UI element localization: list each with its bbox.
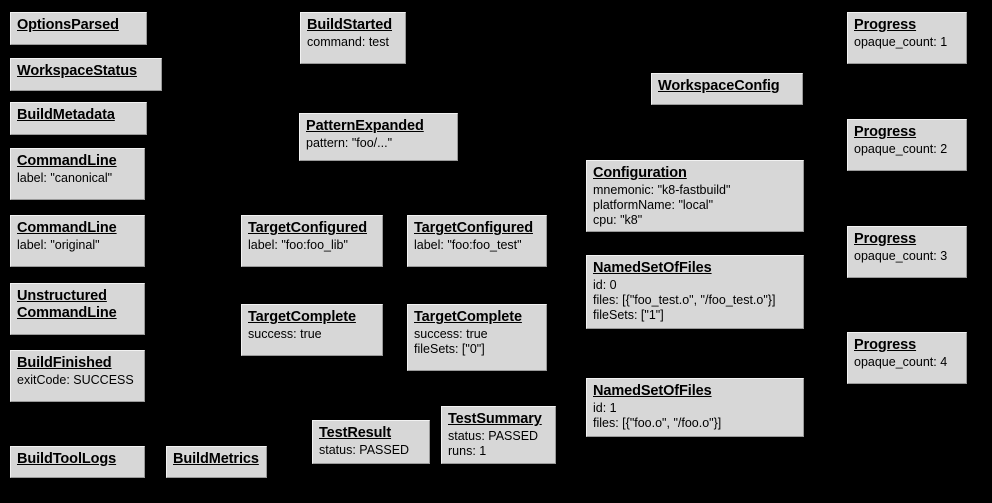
node-fields: label: "original": [17, 238, 139, 253]
node-title: Configuration: [593, 165, 687, 181]
node-field: status: PASSED: [319, 443, 410, 457]
node-fields: opaque_count: 4: [854, 355, 961, 370]
node-fields: opaque_count: 1: [854, 35, 961, 50]
node-workspace-status[interactable]: WorkspaceStatus: [10, 58, 162, 91]
node-field: platformName: "local": [593, 198, 714, 212]
node-field: success: true: [414, 327, 488, 341]
node-title: CommandLine: [17, 153, 117, 169]
node-field: command: test: [307, 35, 389, 49]
node-fields: mnemonic: "k8-fastbuild"platformName: "l…: [593, 183, 798, 228]
node-command-line-canonical[interactable]: CommandLine label: "canonical": [10, 148, 145, 200]
node-field: label: "canonical": [17, 171, 113, 185]
node-field: fileSets: ["0"]: [414, 342, 485, 356]
node-field: success: true: [248, 327, 322, 341]
node-build-finished[interactable]: BuildFinished exitCode: SUCCESS: [10, 350, 145, 402]
node-title: OptionsParsed: [17, 17, 119, 33]
node-title: Progress: [854, 231, 917, 247]
node-title: WorkspaceStatus: [17, 63, 137, 79]
node-field: label: "foo:foo_test": [414, 238, 522, 252]
node-title: Progress: [854, 337, 917, 353]
node-title: CommandLine: [17, 220, 117, 236]
node-field: files: [{"foo_test.o", "/foo_test.o"}]: [593, 293, 776, 307]
node-title: BuildFinished: [17, 355, 112, 371]
node-field: exitCode: SUCCESS: [17, 373, 134, 387]
node-title: NamedSetOfFiles: [593, 383, 712, 399]
node-progress-3[interactable]: Progress opaque_count: 3: [847, 226, 967, 278]
node-field: pattern: "foo/...": [306, 136, 393, 150]
node-title: BuildStarted: [307, 17, 393, 33]
node-title: TestResult: [319, 425, 392, 441]
node-field: status: PASSED: [448, 429, 539, 443]
node-build-metadata[interactable]: BuildMetadata: [10, 102, 147, 135]
node-progress-1[interactable]: Progress opaque_count: 1: [847, 12, 967, 64]
node-fields: pattern: "foo/...": [306, 136, 452, 151]
node-field: cpu: "k8": [593, 213, 643, 227]
node-options-parsed[interactable]: OptionsParsed: [10, 12, 147, 45]
node-field: opaque_count: 1: [854, 35, 948, 49]
node-title: BuildMetadata: [17, 107, 115, 123]
node-test-result[interactable]: TestResult status: PASSED: [312, 420, 430, 464]
node-build-metrics[interactable]: BuildMetrics: [166, 446, 267, 478]
node-title: TargetConfigured: [414, 220, 533, 236]
node-title: BuildMetrics: [173, 451, 259, 467]
node-field: mnemonic: "k8-fastbuild": [593, 183, 731, 197]
node-pattern-expanded[interactable]: PatternExpanded pattern: "foo/...": [299, 113, 458, 161]
node-field: opaque_count: 2: [854, 142, 948, 156]
node-title: TargetComplete: [414, 309, 522, 325]
node-fields: exitCode: SUCCESS: [17, 373, 139, 388]
node-fields: label: "canonical": [17, 171, 139, 186]
node-fields: label: "foo:foo_test": [414, 238, 541, 253]
node-title: Progress: [854, 124, 917, 140]
node-field: label: "foo:foo_lib": [248, 238, 348, 252]
node-title: Progress: [854, 17, 917, 33]
node-field: label: "original": [17, 238, 100, 252]
node-fields: success: true: [248, 327, 377, 342]
node-target-complete-lib[interactable]: TargetComplete success: true: [241, 304, 383, 356]
node-workspace-config[interactable]: WorkspaceConfig: [651, 73, 803, 105]
node-field: fileSets: ["1"]: [593, 308, 664, 322]
node-command-line-original[interactable]: CommandLine label: "original": [10, 215, 145, 267]
node-field: opaque_count: 3: [854, 249, 948, 263]
node-title: TestSummary: [448, 411, 542, 427]
node-unstructured-command-line[interactable]: Unstructured CommandLine: [10, 283, 145, 335]
node-configuration[interactable]: Configuration mnemonic: "k8-fastbuild"pla…: [586, 160, 804, 232]
node-target-configured-foo-test[interactable]: TargetConfigured label: "foo:foo_test": [407, 215, 547, 267]
node-fields: opaque_count: 2: [854, 142, 961, 157]
node-fields: label: "foo:foo_lib": [248, 238, 377, 253]
node-field: runs: 1: [448, 444, 487, 458]
node-progress-2[interactable]: Progress opaque_count: 2: [847, 119, 967, 171]
node-fields: command: test: [307, 35, 400, 50]
node-title: WorkspaceConfig: [658, 78, 780, 94]
node-title: TargetComplete: [248, 309, 356, 325]
node-progress-4[interactable]: Progress opaque_count: 4: [847, 332, 967, 384]
node-title: TargetConfigured: [248, 220, 367, 236]
node-field: opaque_count: 4: [854, 355, 948, 369]
node-field: files: [{"foo.o", "/foo.o"}]: [593, 416, 722, 430]
node-title: NamedSetOfFiles: [593, 260, 712, 276]
node-field: id: 1: [593, 401, 617, 415]
node-build-started[interactable]: BuildStarted command: test: [300, 12, 406, 64]
node-field: id: 0: [593, 278, 617, 292]
node-fields: status: PASSED: [319, 443, 424, 458]
node-title: PatternExpanded: [306, 118, 424, 134]
node-build-tool-logs[interactable]: BuildToolLogs: [10, 446, 145, 478]
node-title: BuildToolLogs: [17, 451, 117, 467]
node-target-configured-foo-lib[interactable]: TargetConfigured label: "foo:foo_lib": [241, 215, 383, 267]
node-fields: opaque_count: 3: [854, 249, 961, 264]
node-title: Unstructured CommandLine: [17, 288, 117, 321]
